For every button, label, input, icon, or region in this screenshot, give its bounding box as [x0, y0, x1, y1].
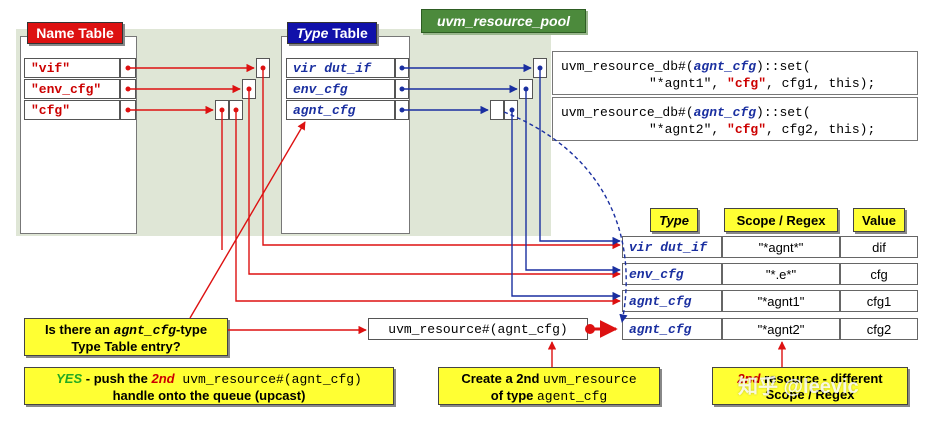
type-table-title-rest: Table: [328, 25, 368, 41]
resource-pool-label: uvm_resource_pool: [421, 9, 586, 33]
note-yes-pre: - push the: [82, 371, 152, 386]
resource-row-1-value: dif: [840, 236, 918, 258]
note-create: Create a 2nd uvm_resource of type agent_…: [438, 367, 660, 405]
note-scope-line1: resource - different: [760, 371, 883, 386]
note-scope: 2nd resource - different Scope / Regex: [712, 367, 908, 405]
resource-row-1-scope: "*agnt*": [722, 236, 840, 258]
type-table-row-env-cfg: env_cfg: [286, 79, 395, 99]
code-line1-field: "cfg": [727, 76, 767, 91]
name-table-row-cfg: "cfg": [24, 100, 120, 120]
code-line2-post: , cfg2, this);: [766, 122, 876, 137]
code-line2-sep: ,: [711, 122, 728, 137]
note-scope-line2: Scope / Regex: [765, 387, 855, 402]
code-line1-sep: ,: [711, 76, 728, 91]
note-create-pre: Create a 2nd: [461, 371, 544, 386]
resource-row-3-type: agnt_cfg: [622, 290, 722, 312]
resource-row-3-scope: "*agnt1": [722, 290, 840, 312]
note-yes-code: uvm_resource#(agnt_cfg): [182, 372, 362, 387]
resource-header-scope: Scope / Regex: [724, 208, 838, 232]
note-question-code: agnt_cfg: [113, 323, 176, 338]
code-line2-type: agnt_cfg: [693, 105, 757, 120]
resource-handle-box: uvm_resource#(agnt_cfg): [368, 318, 588, 340]
code-line2-mid: )::set(: [756, 105, 811, 120]
resource-row-3-value: cfg1: [840, 290, 918, 312]
code-line2-name: "*agnt2": [649, 122, 712, 137]
resource-row-2-value: cfg: [840, 263, 918, 285]
type-table-title: Type Table: [287, 22, 377, 44]
code-line1-name: "*agnt1": [649, 76, 712, 91]
code-line2-field: "cfg": [727, 122, 767, 137]
resource-row-1-type: vir dut_if: [622, 236, 722, 258]
resource-row-2-scope: "*.e*": [722, 263, 840, 285]
note-question-pre: Is there an: [44, 322, 114, 337]
resource-header-value: Value: [853, 208, 905, 232]
resource-row-2-type: env_cfg: [622, 263, 722, 285]
code-set-agnt1: uvm_resource_db#(agnt_cfg)::set( "*agnt1…: [552, 51, 918, 95]
note-question-post: -type: [176, 322, 208, 337]
note-yes-line2: handle onto the queue (upcast): [112, 388, 306, 403]
type-queue-agnt-cfg-1: [490, 100, 504, 120]
name-table-row-env-cfg: "env_cfg": [24, 79, 120, 99]
type-table-row-vir-dut-if: vir dut_if: [286, 58, 395, 78]
note-yes-nth: 2nd: [151, 371, 175, 386]
code-line1-mid: )::set(: [756, 59, 811, 74]
code-line1-pre: uvm_resource_db#(: [561, 59, 694, 74]
code-line1-post: , cfg1, this);: [766, 76, 876, 91]
watermark: 知乎 @leevic: [738, 376, 859, 398]
note-question-line2: Type Table entry?: [71, 339, 181, 354]
type-table-title-italic: Type: [296, 25, 329, 41]
note-yes: YES - push the 2nd uvm_resource#(agnt_cf…: [24, 367, 394, 405]
note-question: Is there an agnt_cfg-type Type Table ent…: [24, 318, 228, 356]
name-table-row-vif: "vif": [24, 58, 120, 78]
resource-header-type: Type: [650, 208, 698, 232]
code-line1-type: agnt_cfg: [693, 59, 757, 74]
resource-row-4-value: cfg2: [840, 318, 918, 340]
code-set-agnt2: uvm_resource_db#(agnt_cfg)::set( "*agnt2…: [552, 97, 918, 141]
type-table-row-agnt-cfg: agnt_cfg: [286, 100, 395, 120]
note-create-line2pre: of type: [490, 388, 537, 403]
name-table-title: Name Table: [27, 22, 123, 44]
note-create-code: uvm_resource: [543, 372, 637, 387]
resource-row-4-scope: "*agnt2": [722, 318, 840, 340]
note-create-line2code: agent_cfg: [537, 389, 608, 404]
note-scope-nth: 2nd: [737, 371, 761, 386]
note-yes-yes: YES: [56, 371, 83, 386]
resource-row-4-type: agnt_cfg: [622, 318, 722, 340]
code-line2-pre: uvm_resource_db#(: [561, 105, 694, 120]
